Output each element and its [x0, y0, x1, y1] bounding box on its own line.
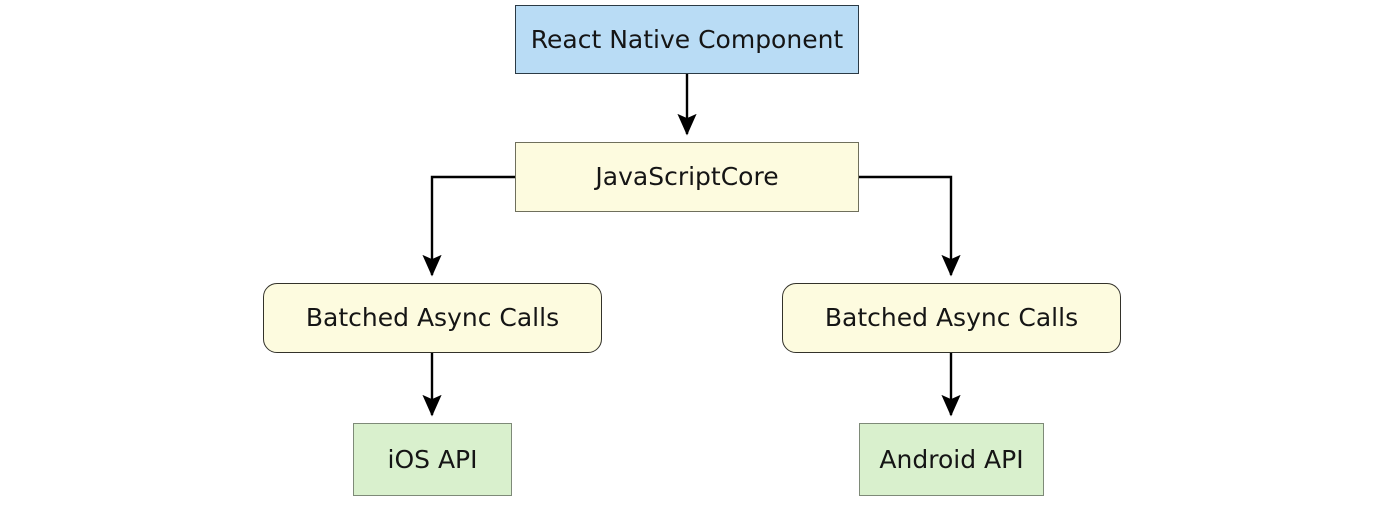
node-android-api[interactable]: Android API [859, 423, 1044, 496]
node-label-batched-async-calls-ios: Batched Async Calls [305, 303, 560, 332]
node-react-native-component[interactable]: React Native Component [515, 5, 859, 74]
node-label-batched-async-calls-android: Batched Async Calls [824, 303, 1079, 332]
node-label-ios-api: iOS API [387, 444, 478, 474]
edge-jsc-to-batched-ios [422, 175, 515, 277]
node-label-android-api: Android API [879, 444, 1024, 474]
node-label-react-native-component: React Native Component [530, 24, 844, 54]
node-ios-api[interactable]: iOS API [353, 423, 512, 496]
node-batched-async-calls-ios[interactable]: Batched Async Calls [263, 283, 602, 353]
edge-jsc-to-batched-android [859, 175, 961, 277]
node-label-javascriptcore: JavaScriptCore [595, 162, 779, 191]
node-batched-async-calls-android[interactable]: Batched Async Calls [782, 283, 1121, 353]
node-javascriptcore[interactable]: JavaScriptCore [515, 142, 859, 212]
